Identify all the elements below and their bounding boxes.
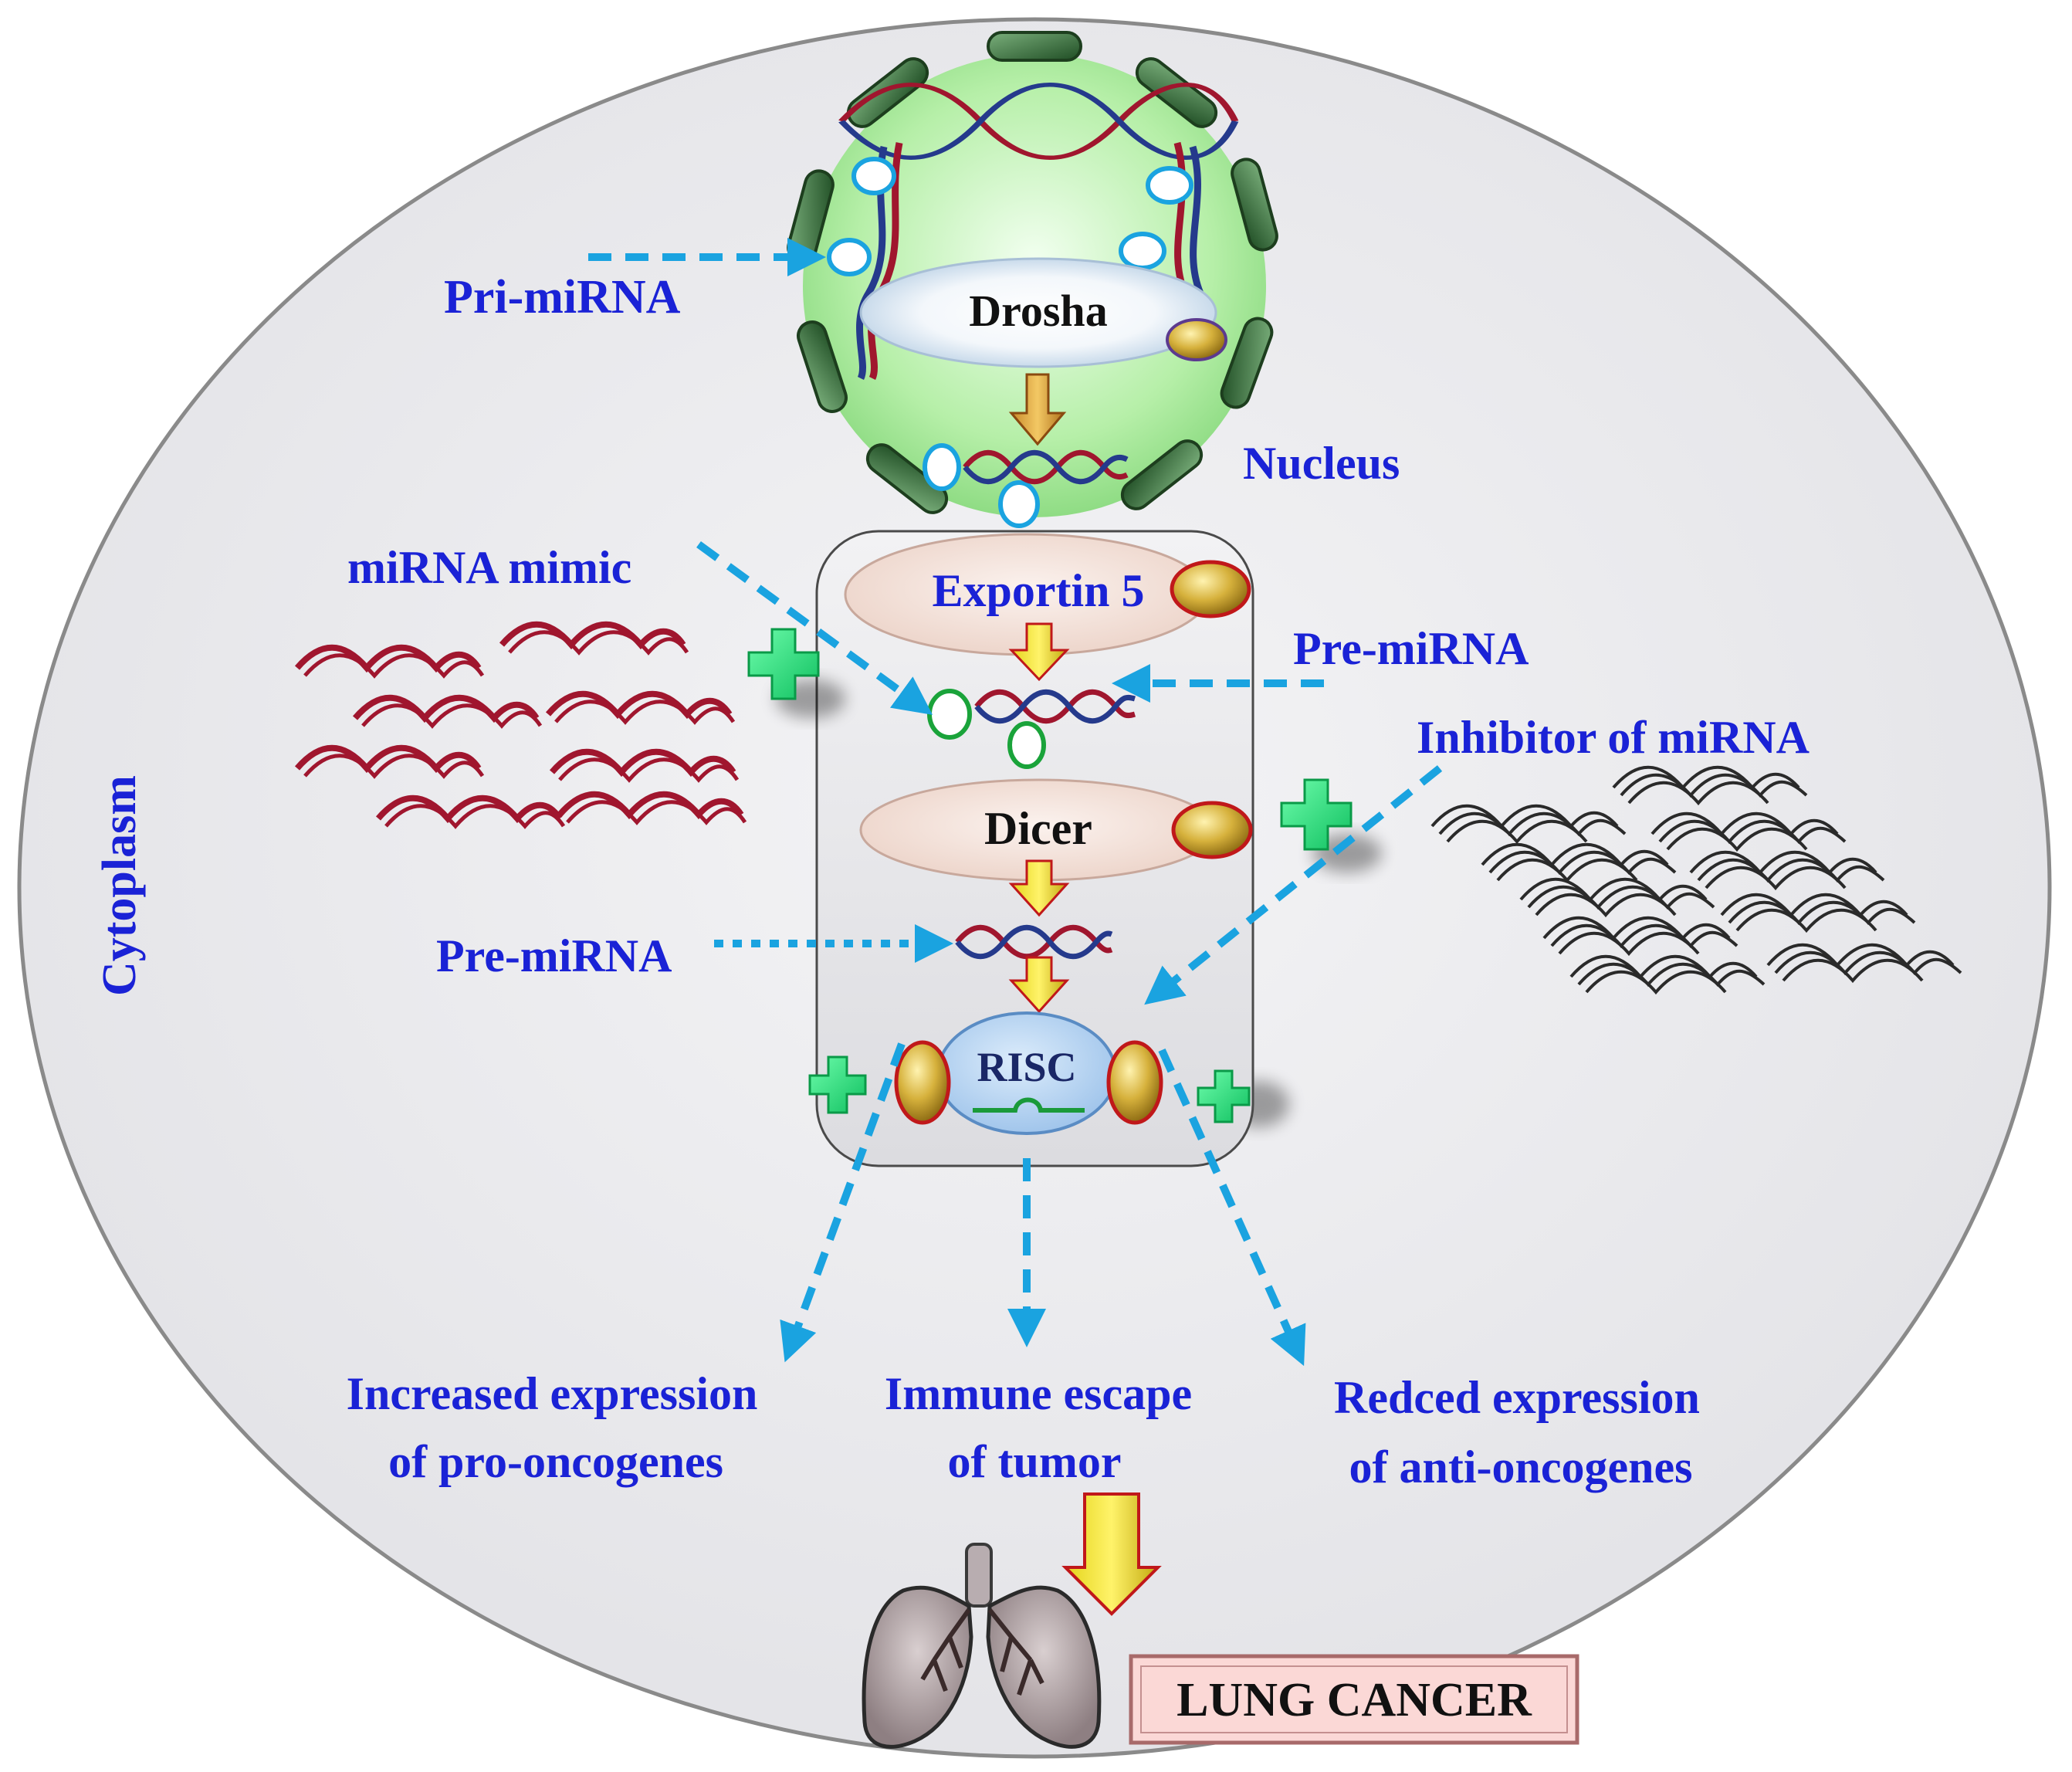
exportin5-label: Exportin 5: [932, 565, 1144, 616]
lung-cancer-label: LUNG CANCER: [1177, 1674, 1532, 1726]
mirna-mimic-label: miRNA mimic: [347, 542, 631, 593]
outcome-left-line2: of pro-oncogenes: [388, 1436, 723, 1487]
cytoplasm-label: Cytoplasm: [93, 775, 146, 996]
drosha-label: Drosha: [969, 286, 1107, 336]
lung-cancer-arrow: [1061, 1492, 1162, 1616]
protein-oval: [1166, 318, 1227, 361]
risc-label: RISC: [977, 1044, 1076, 1090]
lung-cancer-box-inner: [1140, 1665, 1568, 1733]
mimic-cluster: [294, 621, 747, 829]
plus-icon: [747, 628, 845, 718]
risc-gold-left: [894, 1040, 951, 1125]
green-loop-left: [927, 689, 972, 740]
exportin5-gold-oval: [1170, 560, 1251, 618]
outcome-mid-line2: of tumor: [948, 1436, 1122, 1487]
dicer-down-arrow: [1008, 859, 1070, 917]
mature-mirna-duplex: [955, 924, 1113, 960]
plus-signs: [747, 628, 1382, 1123]
plus-icon: [1280, 778, 1382, 872]
plus-icon: [1197, 1069, 1251, 1123]
outcome-mid-line1: Immune escape: [885, 1368, 1192, 1419]
pri-mirna-label: Pri-miRNA: [444, 271, 681, 324]
pre-mirna-left-label: Pre-miRNA: [436, 930, 672, 981]
risc-gold-right: [1106, 1040, 1163, 1125]
green-loop-bottom: [1007, 721, 1046, 769]
inhibitor-cluster: [1430, 765, 1962, 995]
risc-down-arrow: [1008, 956, 1070, 1014]
outcome-right-line1: Redced expression: [1334, 1372, 1700, 1423]
exportin-down-arrow: [1008, 622, 1070, 682]
pre-mirna-nuclear: [963, 449, 1129, 485]
plus-icon: [808, 1055, 867, 1114]
outcome-left-arrow: [780, 1042, 906, 1363]
risc-target-strand: [973, 1097, 1085, 1113]
drosha-enzyme: [859, 257, 1217, 368]
inhibitor-label: Inhibitor of miRNA: [1417, 712, 1810, 763]
dicer-gold-oval: [1171, 801, 1253, 859]
outcome-left-line1: Increased expression: [347, 1368, 758, 1419]
drosha-down-arrow: [1008, 373, 1067, 446]
dicer-label: Dicer: [984, 803, 1092, 854]
outcome-right-line2: of anti-oncogenes: [1349, 1442, 1693, 1492]
lung-cancer-box: [1129, 1654, 1579, 1745]
binding-sites: [827, 157, 1193, 528]
inhibitor-arrow: [1144, 765, 1443, 1005]
pre-mirna-top-label: Pre-miRNA: [1293, 623, 1529, 674]
mimic-arrow: [696, 540, 933, 715]
nucleus-label: Nucleus: [1243, 438, 1400, 489]
lungs-icon: [862, 1543, 1102, 1749]
outcome-right-arrow: [1158, 1048, 1306, 1367]
